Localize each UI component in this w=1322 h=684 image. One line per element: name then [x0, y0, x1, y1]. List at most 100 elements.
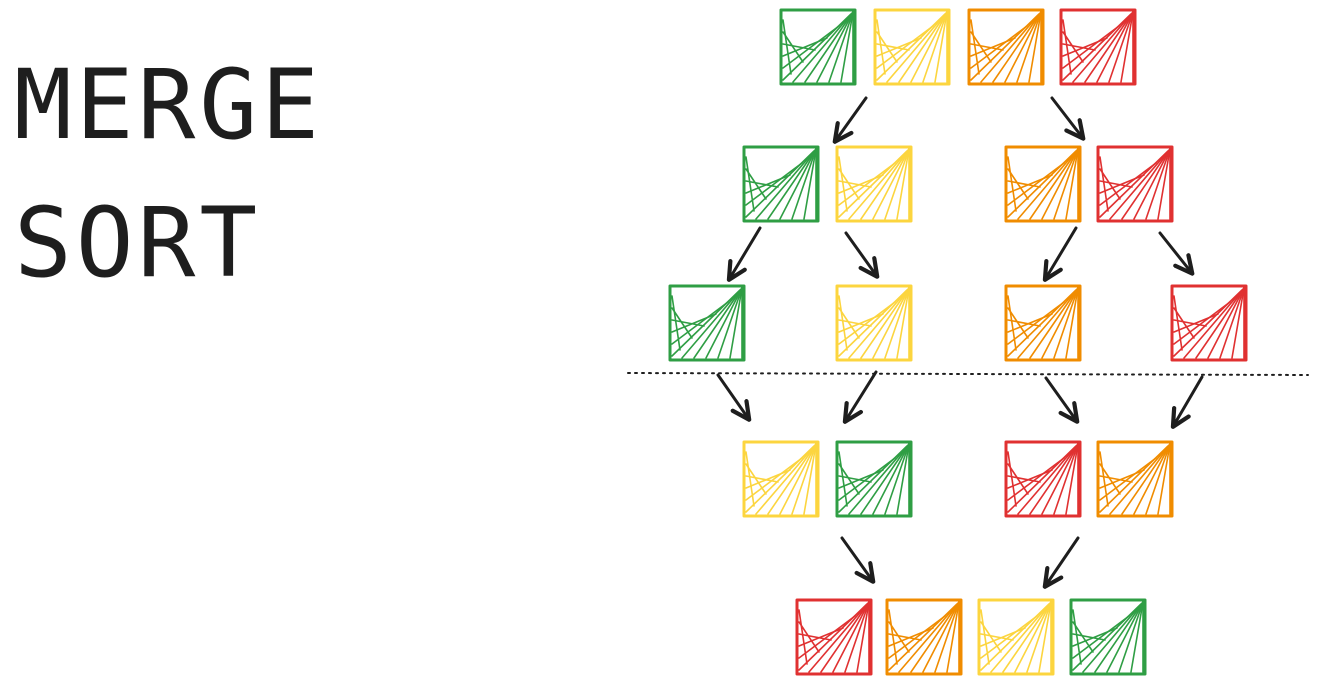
hatch-line	[1007, 301, 1065, 345]
flow-arrow	[844, 231, 880, 279]
flow-arrow	[726, 226, 762, 282]
element-box-yellow	[977, 598, 1055, 676]
hatch-line	[1007, 463, 1029, 495]
box-outline	[795, 598, 873, 676]
hatch-line	[745, 457, 803, 501]
hatch-line	[856, 601, 870, 673]
flow-arrow	[716, 373, 752, 422]
hatch-line	[1007, 289, 1077, 357]
hatch-line	[1007, 168, 1029, 200]
element-box-red	[1059, 8, 1137, 86]
hatch-line	[782, 31, 804, 63]
hatch-line	[1109, 443, 1171, 515]
hatch-line	[808, 601, 870, 673]
hatch-line	[798, 621, 820, 653]
hatch-line	[910, 601, 960, 673]
hatch-line	[970, 25, 1028, 69]
hatch-line	[1108, 11, 1134, 83]
hatch-line	[1026, 601, 1052, 673]
hatch-line	[745, 451, 755, 507]
flow-arrow	[832, 96, 868, 144]
hatch-line	[804, 11, 854, 83]
hatch-line	[671, 289, 741, 357]
hatch-line	[693, 287, 743, 359]
hatch-line	[970, 13, 1040, 81]
hatch-line	[1072, 603, 1142, 671]
hatch-line	[798, 633, 832, 641]
box-outline	[967, 8, 1045, 86]
box-outline	[1069, 598, 1147, 676]
hatch-line	[888, 615, 946, 659]
hatch-line	[767, 443, 817, 515]
hatch-line	[1118, 601, 1144, 673]
hatch-line	[1219, 287, 1245, 359]
hatch-line	[872, 148, 910, 220]
hatch-line	[1004, 11, 1042, 83]
hatch-line	[782, 13, 852, 81]
hatch-line	[1062, 19, 1072, 75]
hatch-line	[980, 603, 1050, 671]
hatch-line	[1099, 168, 1121, 200]
hatch-line	[1082, 601, 1144, 673]
hatch-line	[782, 25, 840, 69]
hatch-line	[1062, 13, 1132, 81]
hatch-line	[1173, 301, 1231, 345]
element-box-orange	[885, 598, 963, 676]
flow-arrow	[1050, 96, 1086, 141]
hatch-line	[1062, 25, 1120, 69]
hatch-line	[1029, 287, 1079, 359]
hatch-line	[798, 609, 808, 665]
element-box-green	[1069, 598, 1147, 676]
hatch-line	[1072, 609, 1082, 665]
hatch-line	[1017, 148, 1079, 220]
element-box-yellow	[835, 284, 913, 362]
hatch-line	[791, 443, 817, 515]
hatch-line	[1029, 443, 1079, 515]
box-outline	[742, 145, 820, 223]
hatch-line	[828, 11, 854, 83]
hatch-line	[898, 601, 960, 673]
hatch-line	[1099, 150, 1169, 218]
hatch-line	[838, 180, 872, 188]
hatch-line	[896, 443, 910, 515]
hatch-line	[876, 43, 910, 51]
hatch-line	[717, 287, 743, 359]
box-outline	[835, 145, 913, 223]
hatch-line	[884, 148, 910, 220]
hatch-line	[888, 633, 922, 641]
hatch-line	[1173, 307, 1195, 339]
box-outline	[779, 8, 857, 86]
box-outline	[1059, 8, 1137, 86]
hatch-line	[888, 621, 910, 653]
element-box-red	[1004, 440, 1082, 518]
hatch-line	[745, 168, 767, 200]
hatch-line	[980, 615, 1038, 659]
hatch-line	[745, 463, 767, 495]
hatch-line	[838, 475, 872, 483]
hatch-line	[1096, 11, 1134, 83]
diagram-title: MERGE SORT	[14, 36, 323, 312]
hatch-line	[980, 621, 1002, 653]
hatch-line	[671, 301, 729, 345]
hatch-line	[1053, 443, 1079, 515]
hatch-line	[872, 287, 910, 359]
hatch-line	[1099, 162, 1157, 206]
title-line-merge: MERGE	[14, 49, 323, 161]
hatch-line	[791, 148, 817, 220]
hatch-line	[886, 11, 948, 83]
hatch-line	[1065, 148, 1079, 220]
hatch-line	[755, 148, 817, 220]
hatch-line	[767, 148, 817, 220]
hatch-line	[1072, 11, 1134, 83]
box-outline	[1004, 145, 1082, 223]
hatch-line	[1130, 601, 1144, 673]
hatch-line	[860, 443, 910, 515]
hatch-line	[1173, 295, 1183, 351]
hatch-line	[838, 445, 908, 513]
hatch-line	[838, 319, 872, 327]
hatch-line	[803, 148, 817, 220]
hatch-line	[1157, 148, 1171, 220]
hatch-line	[1099, 156, 1109, 212]
element-box-green	[668, 284, 746, 362]
